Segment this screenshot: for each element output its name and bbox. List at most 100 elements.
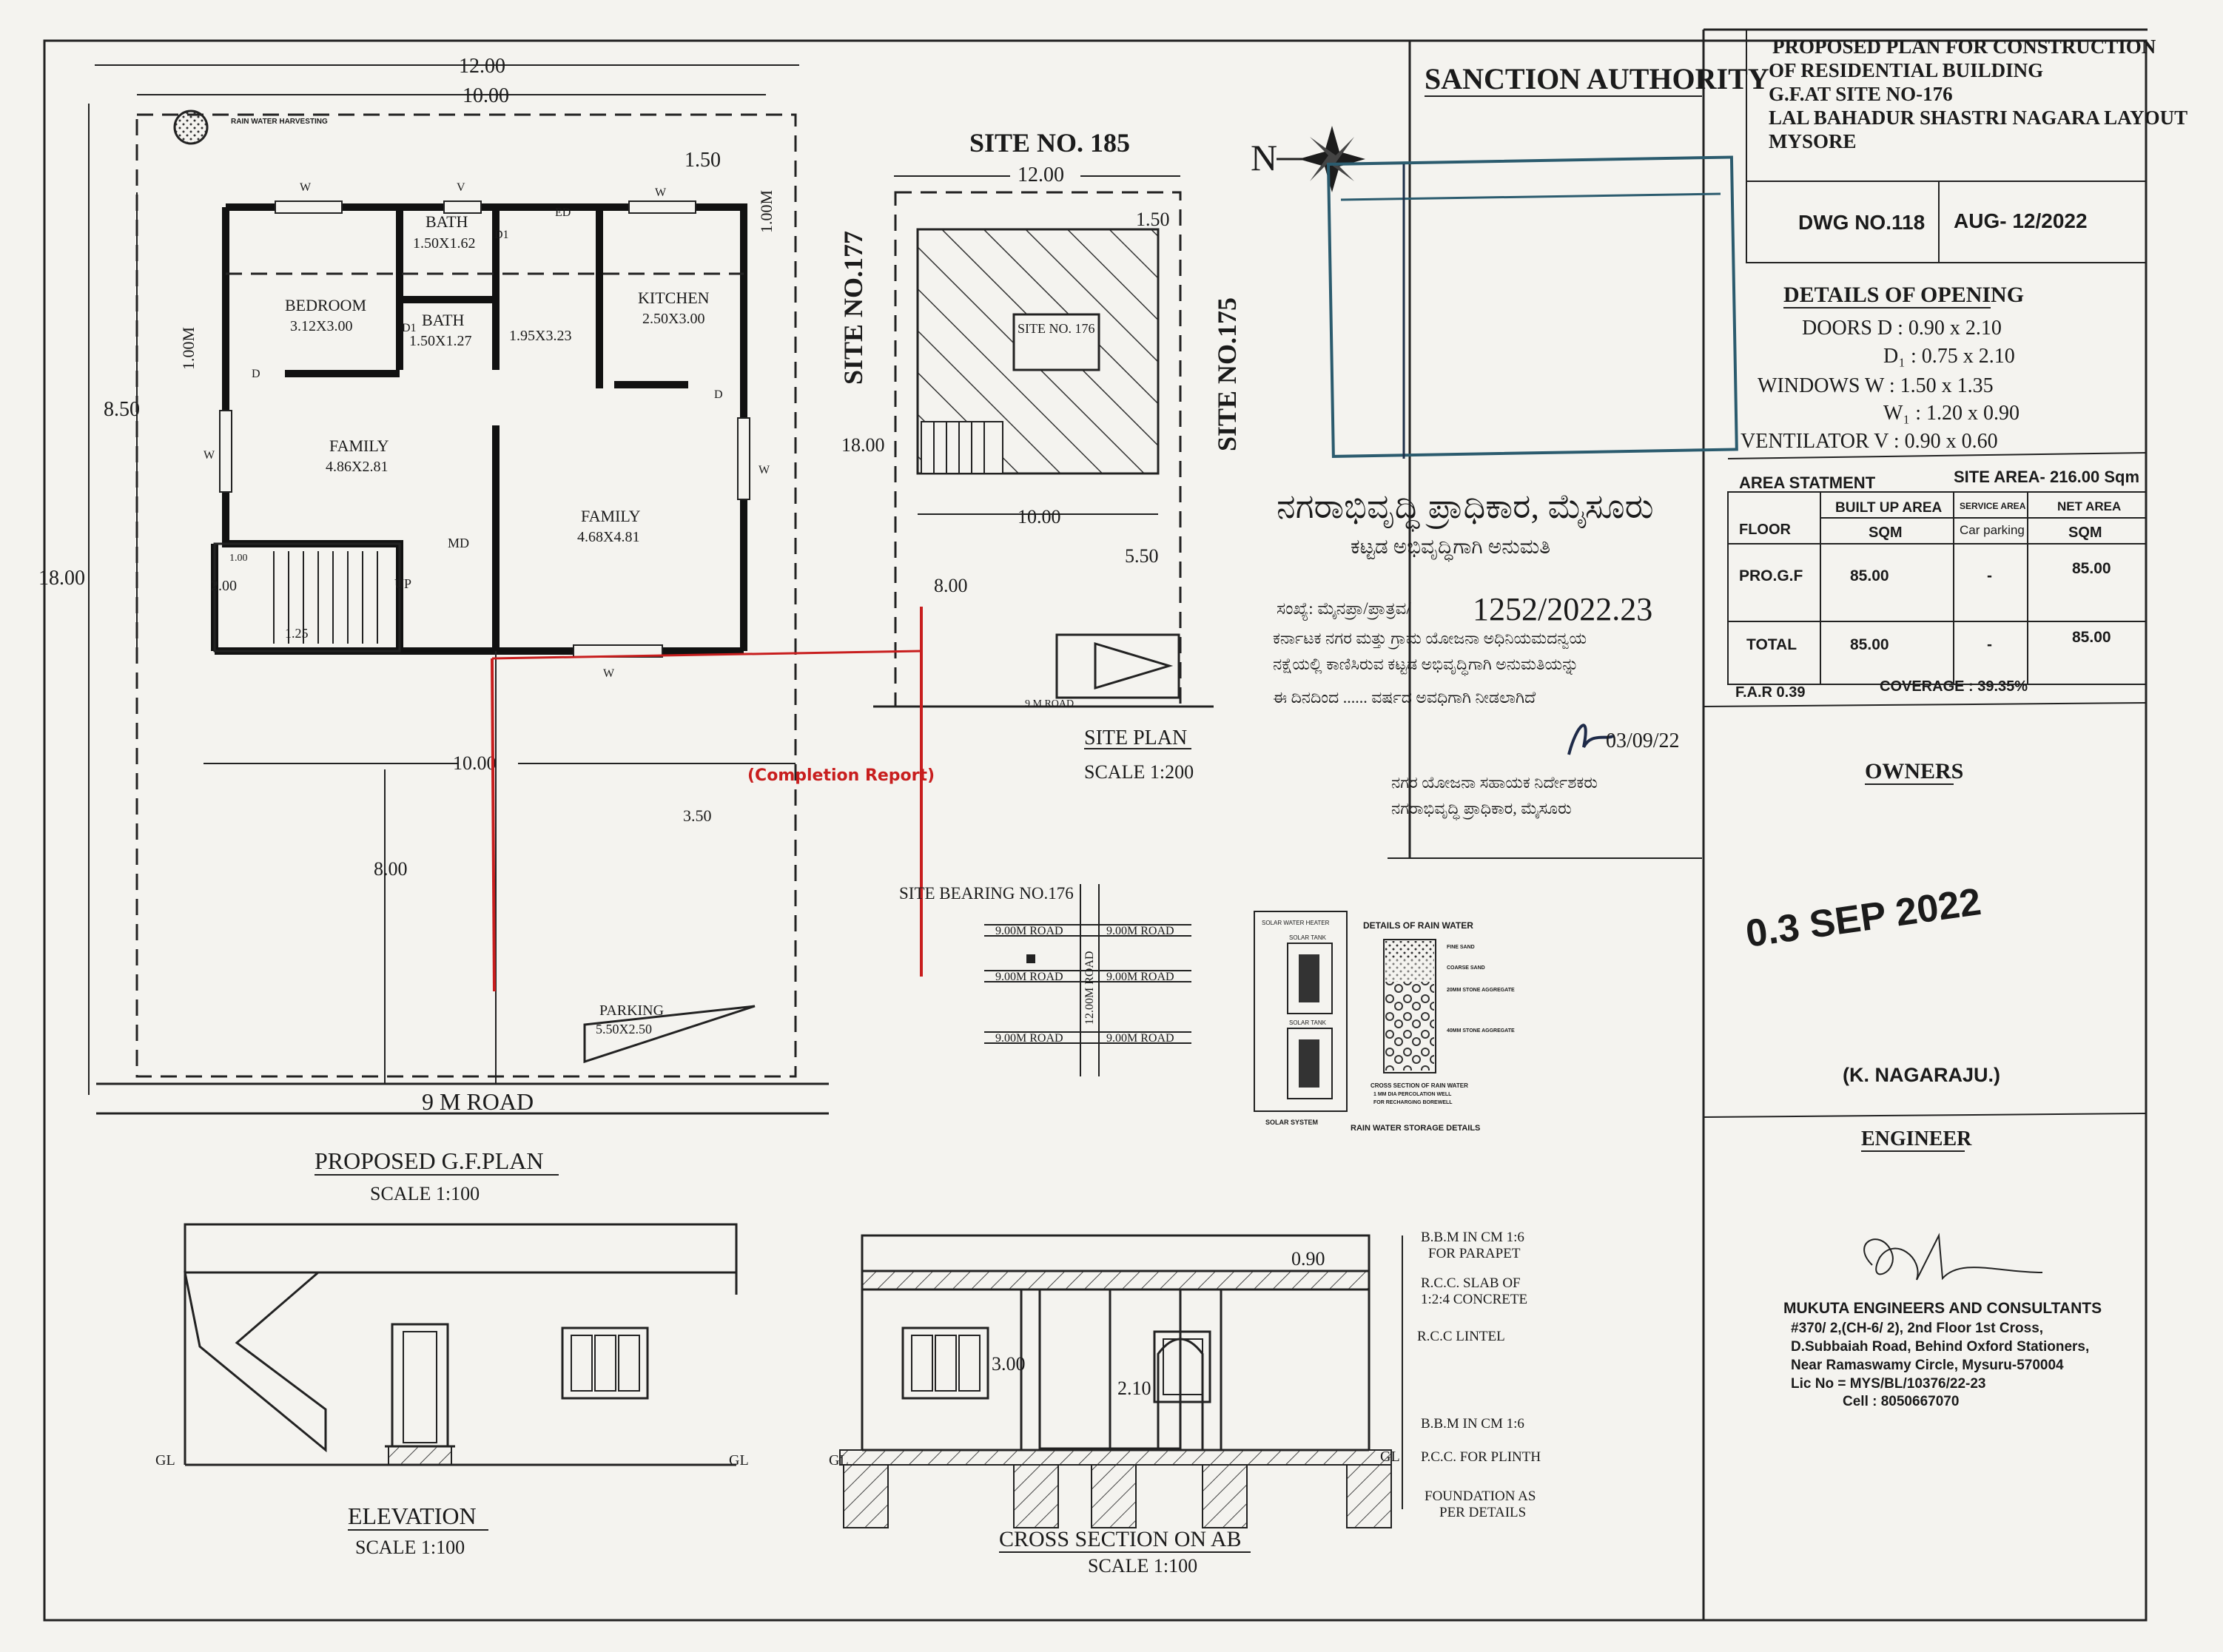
rain-cap-3: FOR RECHARGING BOREWELL <box>1373 1100 1453 1105</box>
row2-built: 85.00 <box>1850 636 1889 653</box>
d-mark-1: D <box>252 368 260 380</box>
site-area: SITE AREA- 216.00 Sqm <box>1954 468 2139 486</box>
engineer-addr2: D.Subbaiah Road, Behind Oxford Stationer… <box>1791 1339 2089 1355</box>
site-dim-18: 18.00 <box>841 434 885 456</box>
site-road-label: 9 M ROAD <box>1025 698 1074 709</box>
stair-dim-200: 2.00 <box>211 578 237 594</box>
dim-350: 3.50 <box>683 806 712 825</box>
site-177-label: SITE NO.177 <box>838 231 868 385</box>
title-line-1: PROPOSED PLAN FOR CONSTRUCTION <box>1772 36 2156 58</box>
section-title: CROSS SECTION ON AB <box>999 1527 1242 1551</box>
row1-net: 85.00 <box>2072 560 2111 577</box>
h-sqm: SQM <box>1869 525 1903 541</box>
doors1-spec: D₁ : 0.75 x 2.10 <box>1883 345 2015 368</box>
dim-8: 8.00 <box>374 858 408 880</box>
window-mark-3: W <box>204 449 215 462</box>
solar-tank-2: SOLAR TANK <box>1289 1019 1327 1026</box>
site-plan: SITE NO. 185 12.00 SITE NO.177 SITE NO.1… <box>838 128 1242 783</box>
window-mark-4: W <box>759 464 770 476</box>
authority-line-1: ಕರ್ನಾಟಕ ನಗರ ಮತ್ತು ಗ್ರಾಮ ಯೋಜನಾ ಅಧಿನಿಯಮದನ್… <box>1273 629 1587 650</box>
site-dim-150: 1.50 <box>1136 209 1170 230</box>
sec-note-3: R.C.C LINTEL <box>1417 1329 1505 1344</box>
approval-stamp-green <box>1326 155 1738 459</box>
solar-tank-1: SOLAR TANK <box>1289 934 1327 941</box>
dwg-box <box>1746 181 2147 263</box>
h-net-sqm: SQM <box>2068 525 2102 541</box>
bearing-vroad: 12.00M ROAD <box>1083 951 1096 1025</box>
layer-fine: FINE SAND <box>1447 945 1475 950</box>
north-label: N <box>1251 137 1277 178</box>
area-statement: AREA STATMENT SITE AREA- 216.00 Sqm FLOO… <box>1703 452 2147 707</box>
title-line-3: G.F.AT SITE NO-176 <box>1769 83 1953 105</box>
openings-title: DETAILS OF OPENING <box>1783 283 2024 307</box>
engineer-firm: MUKUTA ENGINEERS AND CONSULTANTS <box>1783 1300 2102 1317</box>
layer-coarse: COARSE SAND <box>1447 965 1485 971</box>
room-bath-2: BATH <box>422 311 465 329</box>
site-dim-8: 8.00 <box>934 575 968 596</box>
engineer-license: Lic No = MYS/BL/10376/22-23 <box>1791 1376 1985 1392</box>
engineer-addr1: #370/ 2,(CH-6/ 2), 2nd Floor 1st Cross, <box>1791 1321 2043 1336</box>
sec-dim-090: 0.90 <box>1291 1248 1325 1270</box>
sec-note-1a: B.B.M IN CM 1:6 <box>1421 1230 1524 1245</box>
ed-mark: ED <box>555 206 571 219</box>
authority-line-3: ಈ ದಿನದಿಂದ ...... ವರ್ಷದ ಅವಧಿಗಾಗಿ ನೀಡಲಾಗಿದ… <box>1273 688 1536 707</box>
row2-service: - <box>1987 636 1992 653</box>
stair-dim-100: 1.00 <box>229 553 248 564</box>
layer-40mm: 40MM STONE AGGREGATE <box>1447 1028 1515 1034</box>
sec-note-6b: PER DETAILS <box>1439 1505 1526 1520</box>
completion-report-text: (Completion Report) <box>747 766 935 785</box>
gf-road-label: 9 M ROAD <box>422 1088 534 1115</box>
room-family-2: FAMILY <box>581 507 641 525</box>
h-built: BUILT UP AREA <box>1835 500 1943 516</box>
elevation-title: ELEVATION <box>348 1503 477 1529</box>
dim-10-lower: 10.00 <box>453 752 497 774</box>
elevation-gl-left: GL <box>155 1452 175 1469</box>
rain-water-harvesting-icon <box>173 109 209 145</box>
authority-ref-prefix: ಸಂಖ್ಯೆ: ಮೈನಪ್ರಾ/ಪ್ರಾತ್ರವ/ <box>1277 599 1411 621</box>
site-plan-scale: SCALE 1:200 <box>1084 761 1194 783</box>
md-mark: MD <box>448 536 469 550</box>
room-bath-1: BATH <box>426 212 468 231</box>
row1-built: 85.00 <box>1850 567 1889 584</box>
elevation-scale: SCALE 1:100 <box>355 1537 465 1558</box>
authority-approval-block: ನಗರಾಭಿವೃದ್ಧಿ ಪ್ರಾಧಿಕಾರ, ಮೈಸೂರು ಕಟ್ಟಡ ಅಭಿ… <box>1273 488 1702 859</box>
bearing-road-5: 9.00M ROAD <box>995 1032 1063 1045</box>
window-mark-2: W <box>655 186 667 199</box>
cross-section: 0.90 3.00 2.10 GL GL B.B.M IN CM 1:6 FOR… <box>829 1230 1541 1577</box>
dwg-number: DWG NO.118 <box>1798 211 1925 234</box>
authority-sig-1: ನಗರ ಯೋಜನಾ ಸಹಾಯಕ ನಿರ್ದೇಶಕರು <box>1391 773 1598 792</box>
authority-name: ನಗರಾಭಿವೃದ್ಧಿ ಪ್ರಾಧಿಕಾರ, ಮೈಸೂರು <box>1277 488 1654 532</box>
owner-name: (K. NAGARAJU.) <box>1843 1064 2000 1086</box>
site-176-label: SITE NO. 176 <box>1018 321 1095 336</box>
sec-note-2a: R.C.C. SLAB OF <box>1421 1275 1521 1291</box>
title-line-4: LAL BAHADUR SHASTRI NAGARA LAYOUT <box>1769 107 2187 129</box>
bearing-road-2: 9.00M ROAD <box>1106 925 1174 937</box>
ventilator-spec: VENTILATOR V : 0.90 x 0.60 <box>1741 430 1998 453</box>
site-entry-arrow-icon <box>1094 641 1174 690</box>
site-bearing-title: SITE BEARING NO.176 <box>899 884 1074 903</box>
solar-system-label: SOLAR SYSTEM <box>1265 1119 1318 1126</box>
ventilator-mark: V <box>457 181 465 194</box>
owners-title: OWNERS <box>1865 759 1963 783</box>
sheet-border <box>43 39 2148 1622</box>
north-arrow: N <box>1251 126 1365 192</box>
openings-block: DETAILS OF OPENING DOORS D : 0.90 x 2.10… <box>1741 283 2024 453</box>
h-parking: Car parking <box>1960 523 2025 537</box>
h-net: NET AREA <box>2057 499 2121 513</box>
solar-title: SOLAR WATER HEATER <box>1262 920 1330 926</box>
title-block: PROPOSED PLAN FOR CONSTRUCTION OF RESIDE… <box>1746 30 2187 263</box>
rcc-slab <box>861 1270 1371 1291</box>
room-family-1-size: 4.86X2.81 <box>326 459 388 475</box>
rwh-label: RAIN WATER HARVESTING <box>231 118 328 126</box>
dim-100-right: 1.00M <box>757 190 776 233</box>
d-mark-2: D <box>714 388 723 401</box>
gf-plan-title: PROPOSED G.F.PLAN <box>315 1147 544 1174</box>
owners-block: OWNERS 0.3 SEP 2022 (K. NAGARAJU.) <box>1703 759 2147 1118</box>
engineer-block: ENGINEER MUKUTA ENGINEERS AND CONSULTANT… <box>1783 1127 2102 1409</box>
room-kitchen: KITCHEN <box>638 289 710 307</box>
elevation-gl-right: GL <box>729 1452 749 1469</box>
area-title: AREA STATMENT <box>1739 473 1876 492</box>
gf-plan: 12.00 10.00 1.50 1.00M 1.00M 8.50 18.00 … <box>38 55 829 1204</box>
up-mark: UP <box>394 576 411 591</box>
